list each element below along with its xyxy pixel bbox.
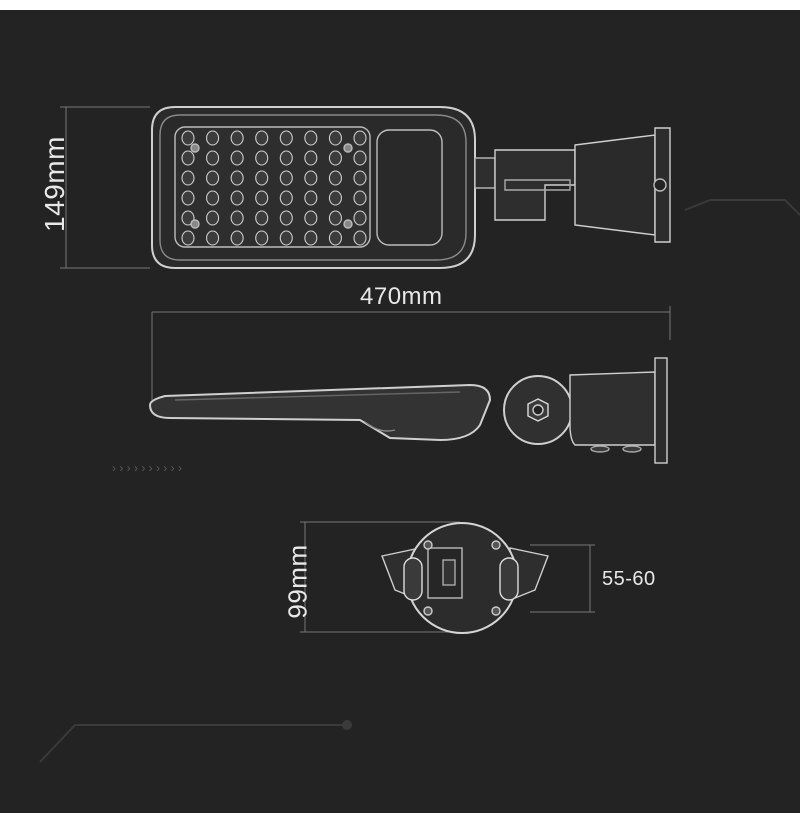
led-lens	[304, 230, 318, 246]
length-dimension-label: 470mm	[360, 283, 443, 310]
led-lens	[328, 230, 342, 246]
led-lens	[181, 190, 195, 206]
decorative-circuit-lines	[39, 199, 800, 763]
led-lens	[328, 190, 342, 206]
led-lens	[255, 150, 269, 166]
led-lens	[206, 150, 220, 166]
led-lens	[255, 170, 269, 186]
led-lens	[353, 130, 367, 146]
led-lens	[328, 170, 342, 186]
height-dimension-label: 149mm	[39, 136, 70, 232]
led-lens	[230, 130, 244, 146]
side-view	[148, 306, 671, 464]
led-lens	[279, 190, 293, 206]
cable-gland	[474, 157, 496, 189]
led-lens	[279, 130, 293, 146]
driver-cover	[376, 129, 443, 246]
clamp-slot-left	[403, 557, 423, 601]
led-lens	[206, 210, 220, 226]
led-lens	[353, 190, 367, 206]
led-lens	[328, 150, 342, 166]
led-lens	[255, 130, 269, 146]
led-lens	[304, 190, 318, 206]
led-lens	[255, 190, 269, 206]
led-lens	[206, 130, 220, 146]
top-view	[60, 106, 671, 269]
led-lens	[304, 130, 318, 146]
led-lens	[353, 150, 367, 166]
led-lens	[279, 230, 293, 246]
led-lens	[181, 230, 195, 246]
led-lens	[255, 210, 269, 226]
pole-clamp-side	[654, 357, 668, 464]
led-lens	[181, 210, 195, 226]
led-lens	[230, 210, 244, 226]
front-view	[300, 521, 595, 634]
top-border	[0, 0, 800, 10]
led-lens	[255, 230, 269, 246]
led-lens	[279, 170, 293, 186]
led-lens	[230, 150, 244, 166]
led-lens	[181, 150, 195, 166]
mounting-arm-side	[569, 371, 656, 446]
led-lens	[279, 210, 293, 226]
mounting-arm-top	[494, 149, 576, 221]
pole-diameter-label: 55-60	[602, 568, 656, 590]
led-lens	[279, 150, 293, 166]
led-array	[181, 130, 367, 246]
led-lens	[181, 130, 195, 146]
led-lens	[206, 170, 220, 186]
led-lens	[206, 230, 220, 246]
led-lens	[304, 150, 318, 166]
decorative-chevrons: › › › › › › › › › ›	[112, 461, 182, 475]
led-lens	[328, 130, 342, 146]
led-lens	[230, 170, 244, 186]
clamp-slot-right	[499, 557, 519, 601]
bottom-border	[0, 813, 800, 823]
led-lens	[353, 170, 367, 186]
led-lens	[353, 210, 367, 226]
led-lens	[206, 190, 220, 206]
mount-height-dimension-label: 99mm	[282, 544, 313, 619]
led-lens	[328, 210, 342, 226]
led-lens	[353, 230, 367, 246]
led-lens	[304, 210, 318, 226]
led-lens	[181, 170, 195, 186]
led-lens	[230, 230, 244, 246]
led-lens	[230, 190, 244, 206]
led-lens	[304, 170, 318, 186]
led-panel	[174, 126, 371, 248]
